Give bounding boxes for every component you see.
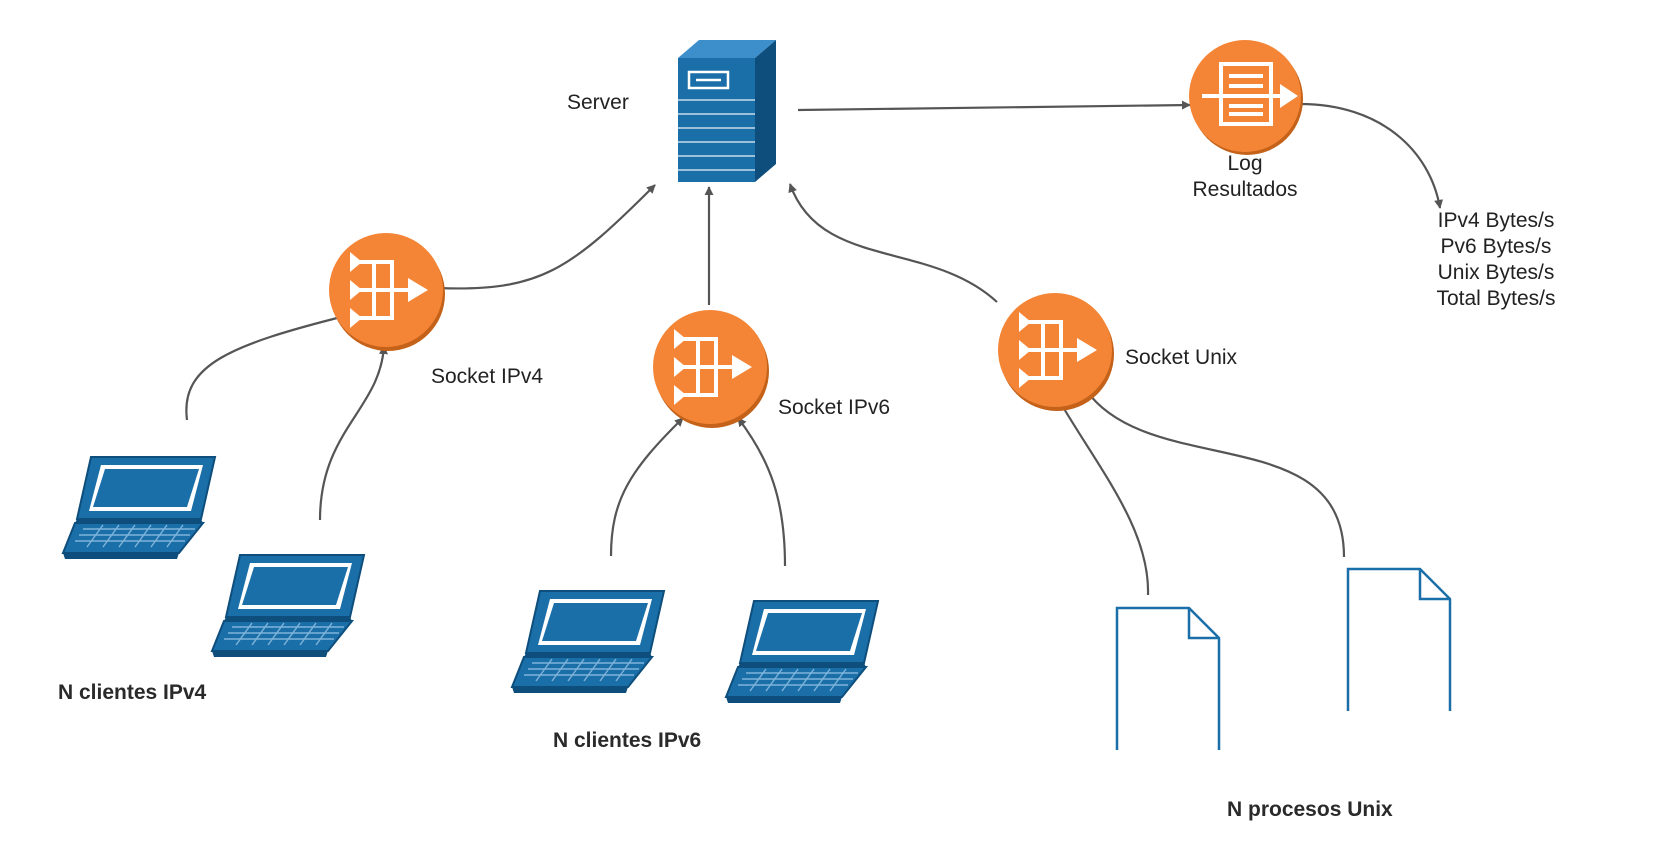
laptop-icon <box>62 456 216 560</box>
socket-router-icon <box>651 308 771 430</box>
metric-ipv4: IPv4 Bytes/s <box>1438 209 1555 232</box>
log-label-line1: Log <box>1227 152 1262 175</box>
socket-router-icon <box>996 291 1116 413</box>
log-label-line2: Resultados <box>1192 178 1297 201</box>
ipv6-clients-group: N clientes IPv6 <box>511 590 879 752</box>
socket-ipv6-label: Socket IPv6 <box>778 396 890 419</box>
server-node: Server <box>567 40 776 182</box>
socket-ipv4-label: Socket IPv4 <box>431 365 543 388</box>
document-icon <box>1115 606 1221 752</box>
laptop-icon <box>725 600 879 704</box>
metric-total: Total Bytes/s <box>1436 287 1555 310</box>
edge-ipv4-client1-to-socket <box>185 313 346 421</box>
output-metrics-list: IPv4 Bytes/s Pv6 Bytes/s Unix Bytes/s To… <box>1436 209 1555 310</box>
edge-server-to-log <box>797 100 1191 112</box>
edge-ipv6-client2-to-socket <box>737 417 787 567</box>
log-node: Log Resultados <box>1189 40 1303 201</box>
edge-log-to-metrics <box>1299 102 1444 209</box>
socket-ipv4-node: Socket IPv4 <box>327 231 543 388</box>
ipv4-clients-label: N clientes IPv4 <box>58 681 207 704</box>
server-label: Server <box>567 91 629 114</box>
document-icon <box>1346 567 1452 713</box>
edge-unix-proc2-to-socket <box>1085 389 1346 558</box>
metric-ipv6: Pv6 Bytes/s <box>1441 235 1552 258</box>
log-results-icon <box>1189 40 1303 155</box>
edge-unix-proc1-to-socket <box>1059 401 1150 596</box>
socket-ipv6-node: Socket IPv6 <box>651 308 890 430</box>
ipv6-clients-label: N clientes IPv6 <box>553 729 701 752</box>
edge-ipv4-client2-to-socket <box>318 345 388 521</box>
socket-router-icon <box>327 231 447 353</box>
socket-unix-label: Socket Unix <box>1125 346 1238 369</box>
connectors <box>185 100 1444 596</box>
socket-unix-node: Socket Unix <box>996 291 1238 413</box>
server-tower-icon <box>678 40 776 182</box>
edge-unix-socket-to-server <box>788 183 998 303</box>
ipv4-clients-group: N clientes IPv4 <box>58 456 365 704</box>
unix-processes-group: N procesos Unix <box>1115 567 1452 821</box>
laptop-icon <box>211 554 365 658</box>
edge-ipv6-client1-to-socket <box>609 417 684 557</box>
unix-processes-label: N procesos Unix <box>1227 798 1393 821</box>
metric-unix: Unix Bytes/s <box>1438 261 1555 284</box>
edge-ipv4-socket-to-server <box>437 184 656 290</box>
laptop-icon <box>511 590 665 694</box>
